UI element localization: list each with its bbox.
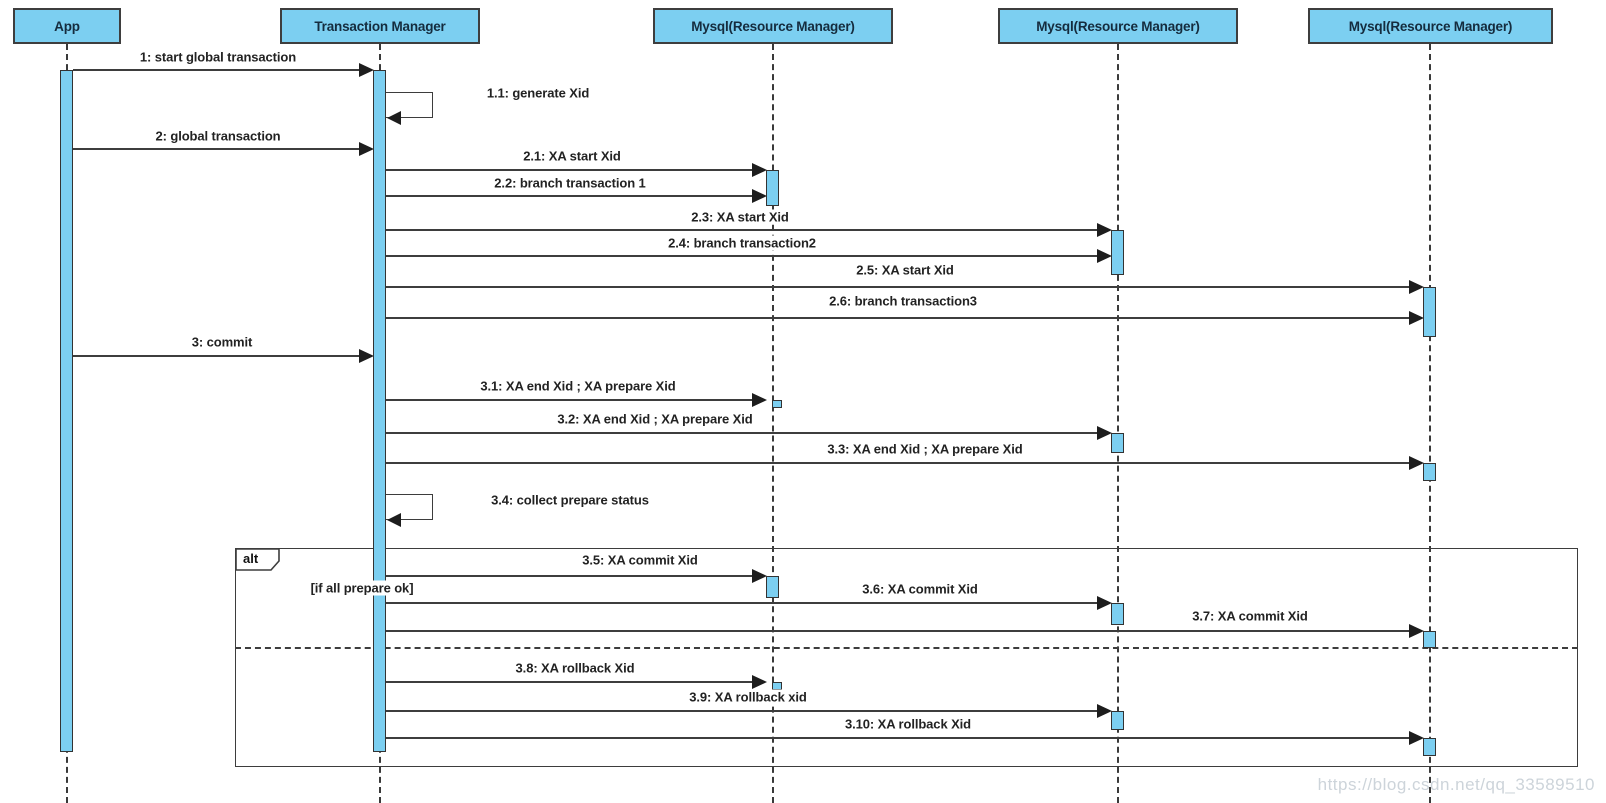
arrowhead-icon: [359, 349, 374, 363]
message-line-3-10: [386, 737, 1409, 739]
arrowhead-icon: [1409, 311, 1424, 325]
lifeline-mysql-rm3: [1429, 44, 1431, 803]
lifeline-mysql-rm2: [1117, 44, 1119, 803]
message-label-2-3: 2.3: XA start Xid: [688, 209, 792, 225]
arrowhead-icon: [1409, 731, 1424, 745]
message-label-1-1: 1.1: generate Xid: [483, 85, 593, 101]
participant-mysql-rm3: Mysql(Resource Manager): [1308, 8, 1553, 44]
message-label-3-9: 3.9: XA rollback xid: [686, 689, 810, 705]
message-line-3-1: [386, 399, 752, 401]
message-label-2-6: 2.6: branch transaction3: [826, 293, 980, 309]
arrowhead-icon: [752, 569, 767, 583]
self-message-loop-3-4: [386, 494, 433, 520]
alt-fragment-frame: [235, 548, 1578, 767]
arrowhead-icon: [1097, 249, 1112, 263]
message-line-2-5: [386, 286, 1409, 288]
message-label-2: 2: global transaction: [152, 128, 284, 144]
message-line-3-5: [386, 575, 752, 577]
arrowhead-icon: [752, 675, 767, 689]
message-line-3-9: [386, 710, 1097, 712]
self-message-loop-1-1: [386, 92, 433, 118]
message-line-2-3: [386, 229, 1097, 231]
message-label-3-8: 3.8: XA rollback Xid: [512, 660, 638, 676]
arrowhead-icon: [1097, 426, 1112, 440]
message-line-3-8: [386, 681, 752, 683]
activation-rm3-rollback: [1423, 738, 1436, 756]
participant-mysql-rm2: Mysql(Resource Manager): [998, 8, 1238, 44]
alt-fragment-divider: [235, 647, 1578, 649]
message-label-3-10: 3.10: XA rollback Xid: [841, 716, 975, 732]
alt-guard-label: [if all prepare ok]: [307, 580, 417, 596]
message-label-2-1: 2.1: XA start Xid: [520, 148, 624, 164]
message-label-1: 1: start global transaction: [136, 49, 300, 65]
message-line-2-6: [386, 317, 1409, 319]
participant-transaction-manager: Transaction Manager: [280, 8, 480, 44]
arrowhead-icon: [359, 142, 374, 156]
activation-rm2-rollback: [1111, 711, 1124, 730]
arrowhead-icon: [1097, 704, 1112, 718]
arrowhead-icon: [1409, 280, 1424, 294]
lifeline-mysql-rm1: [772, 44, 774, 803]
message-line-2: [73, 148, 359, 150]
arrowhead-icon: [752, 189, 767, 203]
message-line-3-3: [386, 462, 1409, 464]
message-label-2-5: 2.5: XA start Xid: [853, 262, 957, 278]
activation-rm1-branch: [766, 170, 779, 206]
arrowhead-icon: [1097, 223, 1112, 237]
message-label-3-2: 3.2: XA end Xid ; XA prepare Xid: [554, 411, 756, 427]
participant-app: App: [13, 8, 121, 44]
message-label-2-2: 2.2: branch transaction 1: [491, 175, 649, 191]
arrowhead-icon: [752, 163, 767, 177]
activation-rm1-commit: [766, 576, 779, 598]
activation-rm3-branch: [1423, 287, 1436, 337]
message-line-3: [73, 355, 359, 357]
arrowhead-icon: [387, 111, 401, 125]
message-label-2-4: 2.4: branch transaction2: [665, 235, 819, 251]
message-label-3-1: 3.1: XA end Xid ; XA prepare Xid: [477, 378, 679, 394]
message-line-1: [73, 69, 359, 71]
arrowhead-icon: [359, 63, 374, 77]
alt-fragment-tab: [236, 549, 280, 571]
activation-rm2-prepare: [1111, 433, 1124, 453]
message-label-3: 3: commit: [188, 334, 256, 350]
message-line-2-1: [386, 169, 752, 171]
arrowhead-icon: [387, 513, 401, 527]
message-label-3-7: 3.7: XA commit Xid: [1189, 608, 1311, 624]
activation-rm1-prepare: [772, 400, 782, 408]
message-line-3-2: [386, 432, 1097, 434]
activation-rm2-branch: [1111, 230, 1124, 275]
message-label-3-3: 3.3: XA end Xid ; XA prepare Xid: [824, 441, 1026, 457]
message-label-3-4: 3.4: collect prepare status: [488, 492, 652, 508]
message-line-3-7: [386, 630, 1409, 632]
participant-mysql-rm1: Mysql(Resource Manager): [653, 8, 893, 44]
message-line-2-4: [386, 255, 1097, 257]
message-label-3-5: 3.5: XA commit Xid: [579, 552, 701, 568]
arrowhead-icon: [752, 393, 767, 407]
arrowhead-icon: [1409, 456, 1424, 470]
activation-rm3-prepare: [1423, 463, 1436, 481]
arrowhead-icon: [1097, 596, 1112, 610]
arrowhead-icon: [1409, 624, 1424, 638]
activation-app: [60, 70, 73, 752]
message-line-3-6: [386, 602, 1097, 604]
message-line-2-2: [386, 195, 752, 197]
message-label-3-6: 3.6: XA commit Xid: [859, 581, 981, 597]
csdn-watermark: https://blog.csdn.net/qq_33589510: [1317, 775, 1595, 794]
activation-rm2-commit: [1111, 603, 1124, 625]
activation-transaction-manager: [373, 70, 386, 752]
alt-operator-label: alt: [243, 551, 259, 566]
activation-rm3-commit: [1423, 631, 1436, 648]
